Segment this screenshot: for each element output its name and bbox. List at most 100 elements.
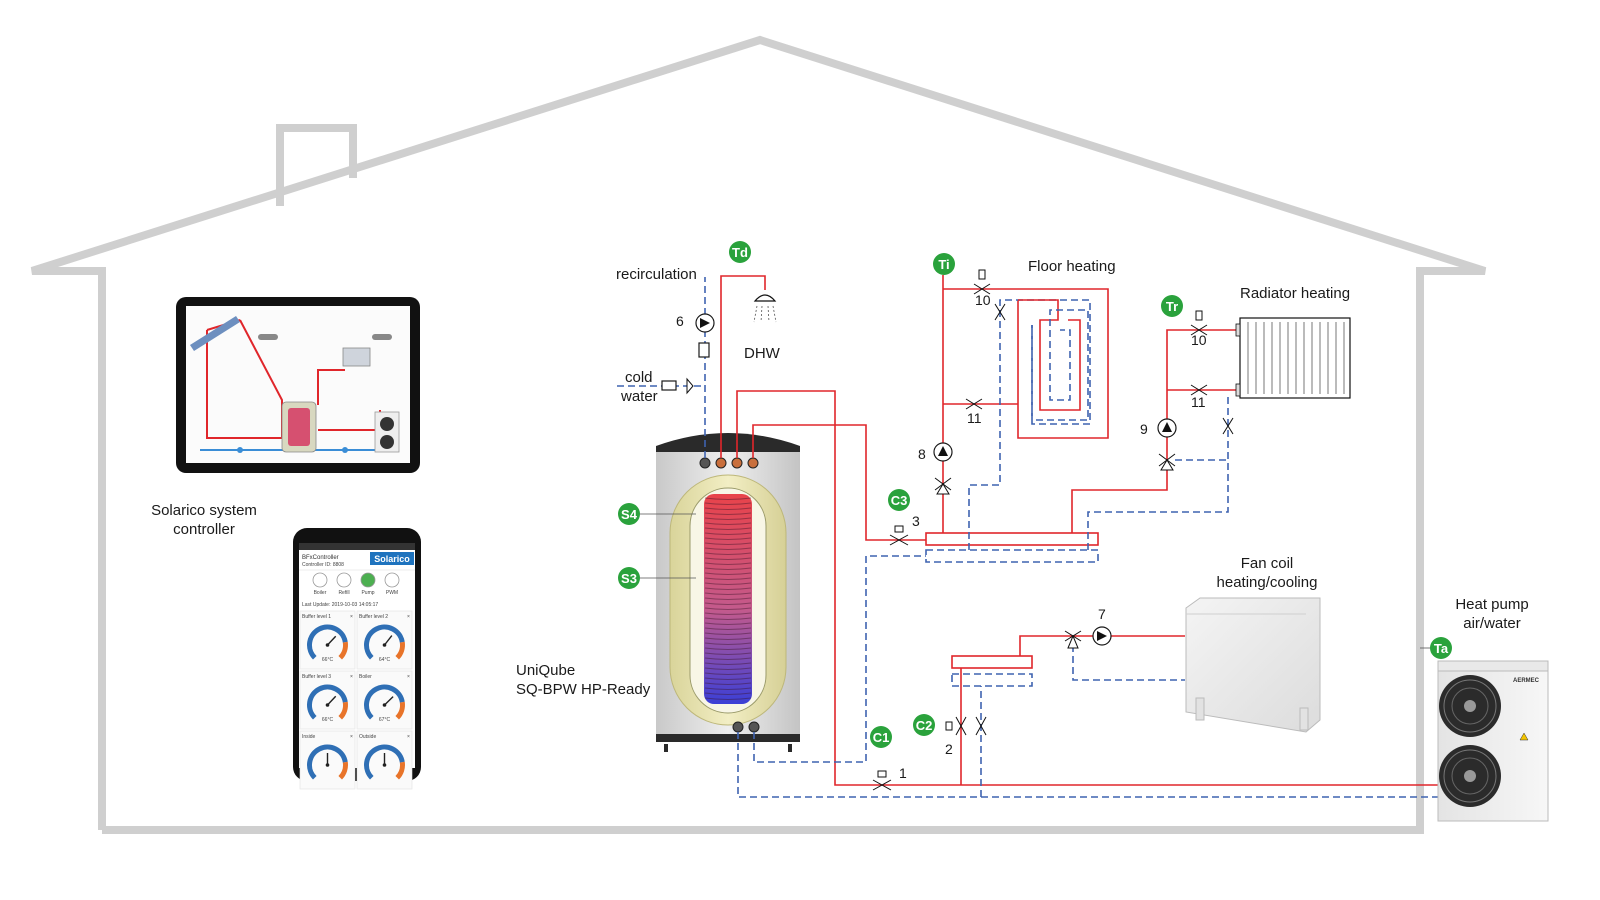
tank-label-line2: SQ-BPW HP-Ready	[516, 681, 651, 698]
gauge-label: Buffer level 1	[302, 614, 331, 620]
gauge-tile[interactable]: Buffer level 2×64°C	[356, 610, 413, 670]
phone-last-update: Last Update: 2019-10-03 14:05:17	[302, 602, 378, 608]
sensor-c3-label: C3	[891, 493, 908, 508]
return-piping	[617, 277, 1442, 798]
phone-controller: BFxController Controller ID: 8808 Solari…	[293, 528, 421, 790]
storage-tank	[656, 433, 800, 752]
tablet-schematic	[190, 316, 400, 453]
close-icon[interactable]: ×	[407, 614, 410, 620]
cold-water-label-line2: water	[620, 388, 658, 405]
pump-icon	[237, 447, 243, 453]
number-6: 6	[676, 313, 684, 329]
mode-button-label: PWM	[386, 590, 398, 596]
zone-valve-3-icon	[889, 534, 909, 546]
radiator-heating-label: Radiator heating	[1240, 285, 1350, 302]
gauge-needle	[326, 695, 337, 706]
heat-exchanger-coil	[704, 497, 752, 700]
gauge-tile[interactable]: Buffer level 3 × 66°C	[299, 670, 356, 730]
tank-label-line1: UniQube	[516, 662, 575, 679]
mode-button-label: Boiler	[314, 590, 327, 596]
number-7: 7	[1098, 606, 1106, 622]
sensor-ta-label: Ta	[1434, 641, 1449, 656]
sensor-td: Td	[729, 241, 751, 263]
sensor-s3: S3	[618, 567, 640, 589]
sensor-c1: C1	[870, 726, 892, 748]
gauge-tile[interactable]: Boiler × 67°C	[356, 670, 413, 730]
zone-valve-1-icon	[872, 779, 892, 791]
gauge-needle	[383, 635, 393, 646]
sensor-s3-label: S3	[621, 571, 637, 586]
sensor-s4: S4	[618, 503, 640, 525]
valve-fancoil-return-icon	[975, 716, 987, 736]
check-valve-icon	[698, 342, 710, 358]
sensor-ti: Ti	[933, 253, 955, 275]
radiator-icon	[1235, 317, 1351, 399]
number-3: 3	[912, 513, 920, 529]
sensor-c2-label: C2	[916, 718, 933, 733]
gauge-value: 67°C	[379, 717, 391, 723]
radiator-icon	[342, 347, 371, 367]
close-icon[interactable]: ×	[407, 674, 410, 680]
valve-10-floor-icon	[973, 283, 991, 295]
mode-button-label: Refill	[338, 590, 349, 596]
zone-valve-2-icon	[955, 716, 967, 736]
gauge-value: 66°C	[322, 657, 334, 663]
dhw-label: DHW	[744, 345, 781, 362]
gauge-tile[interactable]: Outside×	[356, 730, 413, 790]
mode-button-boiler[interactable]	[312, 572, 328, 588]
close-icon[interactable]: ×	[350, 614, 353, 620]
floor-heating-loop	[1018, 299, 1089, 421]
sensor-ta: Ta	[1430, 637, 1452, 659]
sensor-td-label: Td	[732, 245, 748, 260]
floor-heating-label: Floor heating	[1028, 258, 1116, 275]
gauge-tile[interactable]: Inside×	[299, 730, 356, 790]
valves-and-pumps	[661, 269, 1234, 791]
mode-button-pwm[interactable]	[384, 572, 400, 588]
heat-pump-brand: AERMEC	[1513, 678, 1540, 684]
mode-button-refill[interactable]	[336, 572, 352, 588]
phone-app-title: BFxController	[302, 555, 339, 561]
tablet-controller	[176, 297, 420, 473]
valve-11-radiator-icon	[1190, 384, 1208, 396]
fan-top-icon	[1439, 675, 1501, 737]
cold-water-label-line1: cold	[625, 369, 653, 386]
gauge-needle	[326, 635, 337, 646]
sensor-tr: Tr	[1161, 295, 1183, 317]
recirculation-label: recirculation	[616, 266, 697, 283]
mode-button-pump[interactable]	[360, 572, 376, 588]
valve-10-radiator-icon	[1190, 324, 1208, 336]
component-numbers: 6 8 10 11 9 10 11 3 1 2 7	[676, 292, 1207, 781]
heat-pump-label-line2: air/water	[1463, 615, 1521, 632]
sensor-c1-label: C1	[873, 730, 890, 745]
sensor-tr-label: Tr	[1166, 299, 1178, 314]
valve-radiator-return-icon	[1222, 417, 1234, 435]
phone-mode-buttons: Boiler Refill Pump PWM	[312, 572, 400, 596]
close-icon[interactable]: ×	[350, 674, 353, 680]
fan-bottom-icon	[1439, 745, 1501, 807]
controller-label-line2: controller	[173, 521, 235, 538]
valve-floor-return-icon	[994, 303, 1006, 321]
close-icon[interactable]: ×	[350, 734, 353, 740]
sensor-s4-label: S4	[621, 507, 638, 522]
gauge-label: Boiler	[359, 674, 372, 680]
controller-label-line1: Solarico system	[151, 502, 257, 519]
heat-pump-unit-icon: AERMEC	[1437, 660, 1549, 822]
gauge-label: Buffer level 3	[302, 674, 331, 680]
gauge-needle	[384, 696, 394, 706]
mixing-valve-icon	[686, 377, 694, 395]
sensor-c3: C3	[888, 489, 910, 511]
number-11-radiator: 11	[1191, 394, 1206, 410]
gauge-tile[interactable]: Buffer level 1 × 66°C	[299, 610, 356, 670]
valve-11-floor-icon	[965, 398, 983, 410]
fan-coil-label-line1: Fan coil	[1241, 555, 1294, 572]
close-icon[interactable]: ×	[407, 734, 410, 740]
gauge-value: 66°C	[322, 717, 334, 723]
tank-top-connections	[699, 457, 759, 469]
number-2: 2	[945, 741, 953, 757]
mode-button-label: Pump	[361, 590, 374, 596]
gauge-value: 64°C	[379, 657, 391, 663]
number-11-floor: 11	[967, 410, 982, 426]
fan-coil-label-line2: heating/cooling	[1217, 574, 1318, 591]
